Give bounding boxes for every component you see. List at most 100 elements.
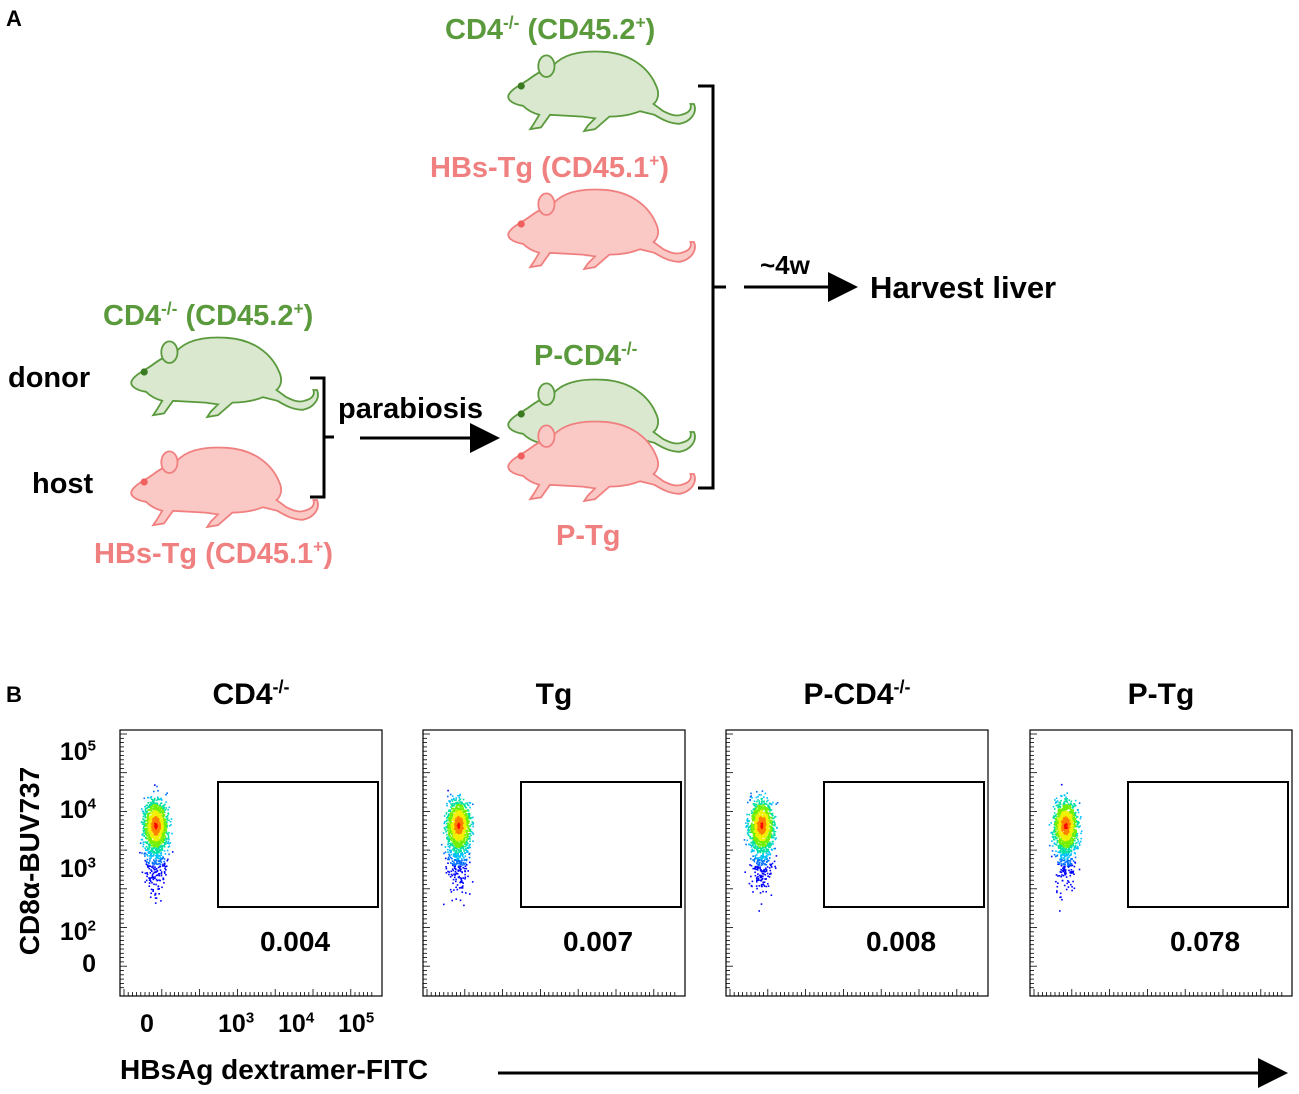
event-dot — [757, 863, 759, 865]
event-dot — [770, 863, 773, 866]
event-dot — [164, 819, 166, 822]
plot-frame — [725, 729, 989, 997]
flow-plots — [119, 729, 1293, 997]
event-dot — [1063, 869, 1066, 871]
event-dot — [452, 869, 455, 872]
event-dot — [773, 836, 775, 839]
event-dot — [157, 810, 160, 813]
event-dot — [759, 821, 762, 823]
event-dot — [151, 822, 154, 825]
event-dot — [159, 817, 161, 820]
event-dot — [751, 880, 754, 883]
event-dot — [770, 823, 773, 825]
event-dot — [771, 812, 774, 815]
event-dot — [450, 842, 452, 845]
event-dot — [755, 819, 757, 822]
event-dot — [159, 814, 162, 816]
event-dot — [771, 820, 774, 823]
event-dot — [747, 826, 750, 829]
event-dot — [763, 855, 765, 858]
event-dot — [768, 809, 771, 812]
event-dot — [445, 812, 448, 814]
event-dot — [153, 851, 155, 854]
event-dot — [457, 831, 460, 833]
event-dot — [766, 848, 768, 851]
event-dot — [153, 883, 155, 886]
event-dot — [462, 819, 464, 821]
event-dot — [469, 817, 472, 820]
event-dot — [155, 868, 158, 870]
event-dot — [460, 861, 463, 864]
event-dot — [453, 865, 456, 868]
event-dot — [472, 840, 474, 842]
event-dot — [461, 887, 464, 889]
event-dot — [773, 830, 775, 833]
event-dot — [759, 835, 762, 838]
event-dot — [155, 854, 157, 857]
event-dot — [754, 837, 756, 840]
event-dot — [467, 835, 470, 838]
event-dot — [760, 814, 762, 817]
event-dot — [758, 816, 761, 818]
event-dot — [158, 874, 161, 877]
event-dot — [458, 804, 460, 806]
event-dot — [152, 822, 154, 824]
event-dot — [758, 859, 761, 861]
event-dot — [160, 802, 162, 805]
event-dot — [463, 835, 466, 837]
event-dot — [450, 851, 452, 853]
event-dot — [157, 837, 159, 839]
event-dot — [458, 838, 460, 840]
event-dot — [765, 838, 768, 840]
event-dot — [155, 847, 158, 849]
event-dot — [459, 801, 462, 803]
event-dot — [769, 822, 772, 824]
event-dot — [755, 824, 758, 826]
event-dot — [455, 832, 457, 834]
event-dot — [457, 848, 460, 851]
event-dot — [455, 821, 457, 823]
event-dot — [756, 876, 758, 879]
event-dot — [461, 821, 463, 824]
event-dot — [447, 826, 449, 829]
event-dot — [757, 831, 760, 834]
event-dot — [460, 818, 463, 820]
event-dot — [153, 862, 155, 864]
event-dot — [759, 876, 762, 879]
event-dot — [158, 849, 160, 852]
event-dot — [464, 827, 466, 829]
event-dot — [148, 834, 150, 837]
event-dot — [756, 828, 759, 831]
event-dot — [450, 873, 453, 876]
event-dot — [143, 824, 146, 827]
event-dot — [467, 833, 470, 835]
event-dot — [163, 882, 165, 884]
event-dot — [139, 842, 142, 844]
event-dot — [159, 850, 162, 852]
event-dot — [762, 840, 765, 843]
event-dot — [447, 795, 449, 798]
event-dot — [750, 884, 753, 887]
event-dot — [160, 900, 162, 902]
event-dot — [448, 824, 451, 826]
event-dot — [753, 824, 755, 826]
event-dot — [454, 867, 456, 869]
event-dot — [758, 910, 760, 912]
event-dot — [451, 812, 453, 814]
event-dot — [446, 816, 449, 819]
event-dot — [465, 892, 467, 894]
event-dot — [144, 872, 147, 875]
event-dot — [155, 820, 158, 823]
event-dot — [447, 862, 449, 864]
event-dot — [149, 850, 152, 852]
event-dot — [454, 876, 456, 879]
event-dot — [755, 838, 757, 841]
event-dot — [755, 807, 757, 809]
event-dot — [751, 830, 754, 832]
event-dot — [464, 873, 466, 876]
event-dot — [464, 814, 467, 817]
event-dot — [770, 864, 772, 867]
event-dot — [150, 796, 153, 798]
event-dot — [750, 827, 752, 829]
event-dot — [142, 843, 145, 846]
